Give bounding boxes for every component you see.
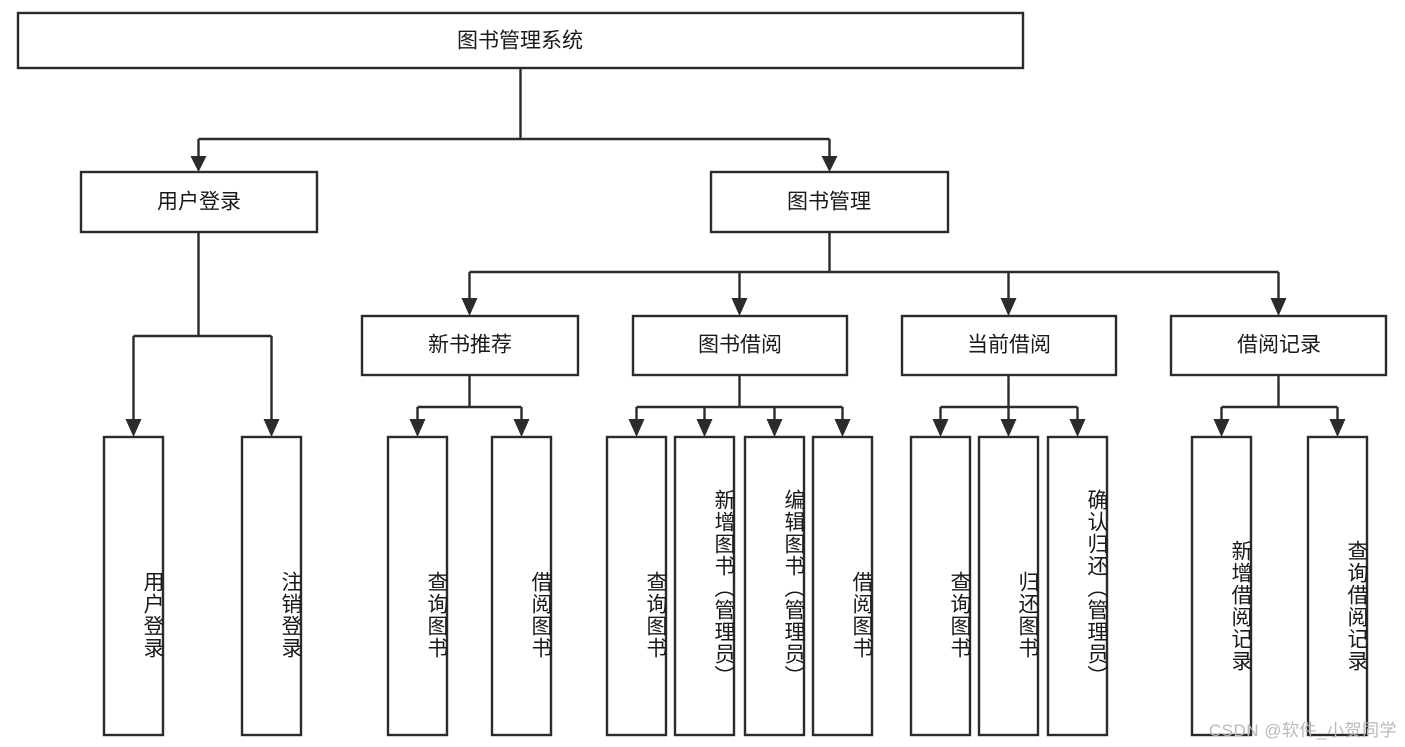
node-borrow-record[interactable] [1169, 314, 1388, 377]
arrow-head-cb-1 [932, 419, 949, 437]
arrow-head-book-manage [821, 156, 838, 172]
node-leaf-nbr-2[interactable] [490, 435, 553, 737]
arrow-head-l3-1 [461, 298, 478, 316]
node-leaf-bb-4[interactable] [811, 435, 874, 737]
arrow-head-ul-leaf-2 [263, 419, 280, 437]
arrow-head-user-login [190, 156, 207, 172]
arrow-head-cb-3 [1069, 419, 1086, 437]
arrow-head-ul-leaf-1 [125, 419, 142, 437]
arrow-head-br-2 [1329, 419, 1346, 437]
arrow-head-l3-4 [1270, 298, 1287, 316]
arrow-head-bb-2 [696, 419, 713, 437]
node-leaf-bb-2[interactable] [673, 435, 736, 737]
arrow-head-cb-2 [1000, 419, 1017, 437]
node-leaf-user-login-1[interactable] [102, 435, 165, 737]
node-borrow-record-label: 借阅记录 [1237, 334, 1321, 357]
node-book-borrow-label: 图书借阅 [698, 334, 782, 357]
connector-layer [125, 68, 1346, 437]
node-user-login[interactable] [79, 170, 319, 234]
node-root[interactable] [16, 11, 1025, 70]
arrow-head-l3-3 [1000, 298, 1017, 316]
arrow-head-br-1 [1213, 419, 1230, 437]
arrow-head-nbr-2 [513, 419, 530, 437]
node-current-borrow[interactable] [900, 314, 1118, 377]
arrow-head-bb-4 [834, 419, 851, 437]
node-leaf-user-login-2[interactable] [240, 435, 303, 737]
node-leaf-nbr-1[interactable] [386, 435, 449, 737]
node-user-login-label: 用户登录 [157, 191, 241, 214]
node-leaf-bb-3[interactable] [743, 435, 806, 737]
node-leaf-cb-3[interactable] [1046, 435, 1109, 737]
node-new-book-recommend-label: 新书推荐 [428, 334, 512, 357]
node-leaf-cb-1[interactable] [909, 435, 972, 737]
node-book-borrow[interactable] [631, 314, 849, 377]
arrow-head-bb-3 [766, 419, 783, 437]
node-layer: 图书管理系统 用户登录 图书管理 新书推荐 图书借阅 当前借阅 借阅记录 [16, 11, 1388, 737]
arrow-head-bb-1 [628, 419, 645, 437]
node-leaf-br-1[interactable] [1190, 435, 1253, 737]
node-book-manage-label: 图书管理 [787, 191, 871, 214]
node-root-label: 图书管理系统 [457, 30, 583, 53]
arrow-head-nbr-1 [409, 419, 426, 437]
node-leaf-br-2[interactable] [1306, 435, 1369, 737]
node-leaf-bb-1[interactable] [605, 435, 668, 737]
node-current-borrow-label: 当前借阅 [967, 334, 1051, 357]
watermark-text: CSDN @软件_小贺同学 [1208, 721, 1397, 740]
node-book-manage[interactable] [709, 170, 950, 234]
node-new-book-recommend[interactable] [360, 314, 580, 377]
arrow-head-l3-2 [731, 298, 748, 316]
node-leaf-cb-2[interactable] [977, 435, 1040, 737]
